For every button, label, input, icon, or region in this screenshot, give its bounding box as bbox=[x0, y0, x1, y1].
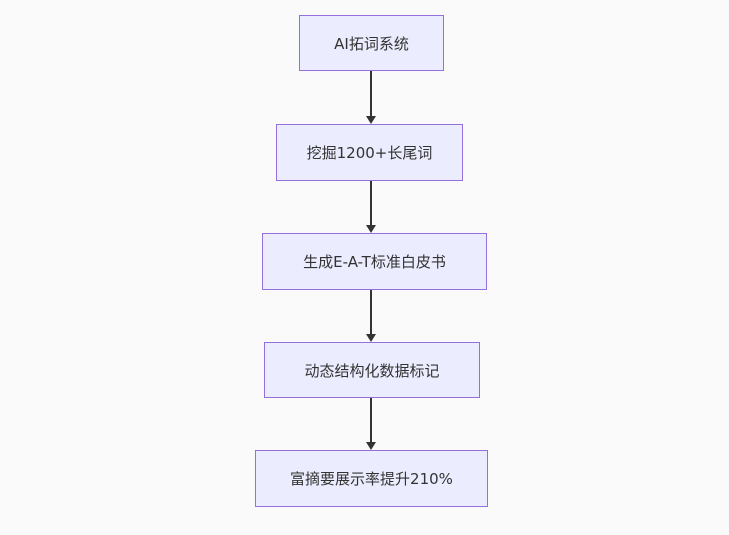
arrow-line bbox=[370, 290, 372, 335]
arrow-head-icon bbox=[366, 116, 376, 124]
flow-node-eat-whitepaper: 生成E-A-T标准白皮书 bbox=[262, 233, 487, 290]
arrow-head-icon bbox=[366, 442, 376, 450]
flow-arrow-1 bbox=[366, 71, 376, 124]
flow-node-label: AI拓词系统 bbox=[334, 34, 409, 53]
arrow-line bbox=[370, 398, 372, 443]
arrow-line bbox=[370, 71, 372, 117]
flow-node-label: 生成E-A-T标准白皮书 bbox=[303, 253, 446, 271]
flow-node-label: 富摘要展示率提升210% bbox=[290, 470, 453, 488]
flow-node-longtail-mining: 挖掘1200+长尾词 bbox=[276, 124, 463, 181]
arrow-head-icon bbox=[366, 225, 376, 233]
flow-node-label: 挖掘1200+长尾词 bbox=[306, 144, 433, 162]
flow-arrow-2 bbox=[366, 181, 376, 233]
arrow-line bbox=[370, 181, 372, 226]
flow-node-label: 动态结构化数据标记 bbox=[304, 361, 440, 380]
flow-node-structured-data: 动态结构化数据标记 bbox=[264, 342, 480, 398]
arrow-head-icon bbox=[366, 334, 376, 342]
flow-arrow-4 bbox=[366, 398, 376, 450]
flow-node-rich-snippet-result: 富摘要展示率提升210% bbox=[255, 450, 488, 507]
flow-node-ai-word-system: AI拓词系统 bbox=[299, 15, 444, 71]
flow-arrow-3 bbox=[366, 290, 376, 342]
